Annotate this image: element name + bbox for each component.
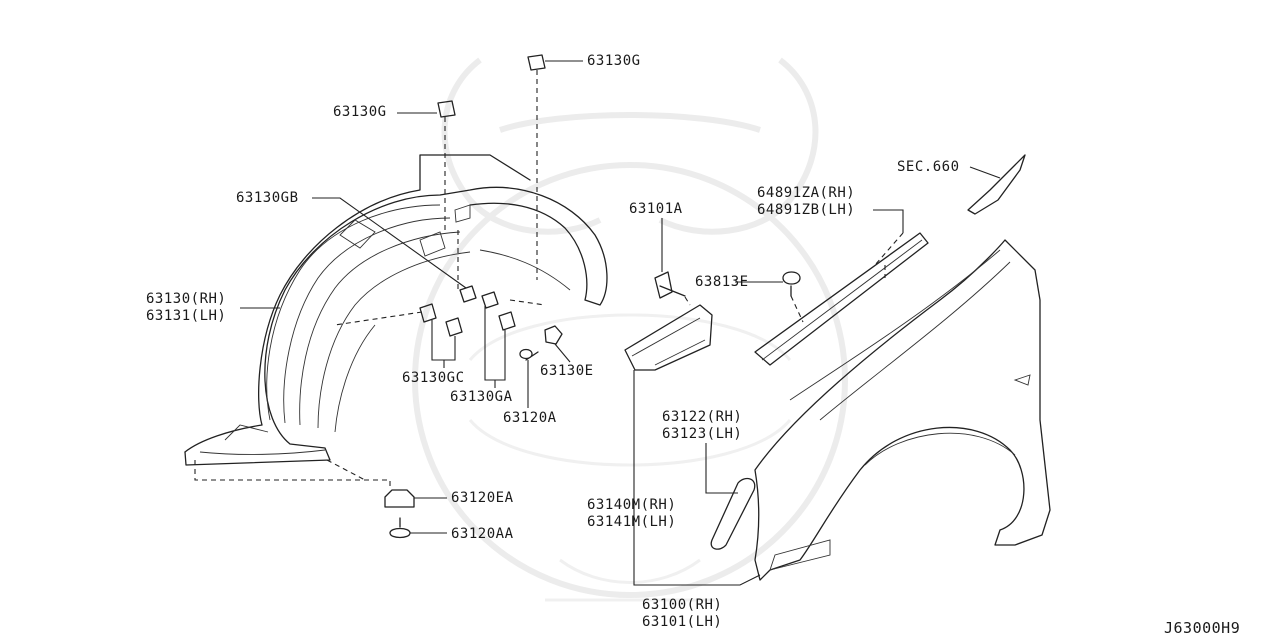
label-63120aa: 63120AA <box>451 526 514 542</box>
label-63813e: 63813E <box>695 274 749 290</box>
front-fender-part <box>754 239 1051 581</box>
label-63140m-rh: 63140M(RH) <box>587 497 677 513</box>
label-63140m-63141m: 63140M(RH) 63141M(LH) <box>587 497 676 531</box>
label-63101a: 63101A <box>629 201 683 217</box>
label-63141m-lh: 63141M(LH) <box>587 514 677 530</box>
diagram-code: J63000H9 <box>1164 619 1241 637</box>
label-64891za-rh: 64891ZA(RH) <box>757 185 856 201</box>
sec660-part <box>967 154 1026 215</box>
label-64891zb-lh: 64891ZB(LH) <box>757 202 856 218</box>
label-63130g-left: 63130G <box>333 104 387 120</box>
label-63122-rh: 63122(RH) <box>662 409 743 425</box>
label-63131-lh: 63131(LH) <box>146 308 227 324</box>
molding-part <box>754 232 929 366</box>
label-63120a: 63120A <box>503 410 557 426</box>
clip-parts <box>384 54 801 539</box>
label-63100-63101: 63100(RH) 63101(LH) <box>642 597 722 631</box>
label-63130e: 63130E <box>540 363 594 379</box>
assembly-dash-lines <box>194 70 904 490</box>
label-63120ea: 63120EA <box>451 490 514 506</box>
label-63100-rh: 63100(RH) <box>642 597 723 613</box>
label-63130gb: 63130GB <box>236 190 299 206</box>
label-63130g-top: 63130G <box>587 53 641 69</box>
watermark-emblem <box>412 57 848 602</box>
label-sec660: SEC.660 <box>897 159 960 175</box>
label-64891za-64891zb: 64891ZA(RH) 64891ZB(LH) <box>757 185 855 219</box>
label-63130gc: 63130GC <box>402 370 465 386</box>
leader-lines <box>240 60 1001 586</box>
label-63130-63131: 63130(RH) 63131(LH) <box>146 291 226 325</box>
label-63130ga: 63130GA <box>450 389 513 405</box>
side-marker-part <box>710 477 756 550</box>
fender-liner-part <box>184 154 608 466</box>
label-63130-rh: 63130(RH) <box>146 291 227 307</box>
label-63122-63123: 63122(RH) 63123(LH) <box>662 409 742 443</box>
label-63101-lh: 63101(LH) <box>642 614 723 630</box>
bracket-part <box>624 304 713 371</box>
label-63123-lh: 63123(LH) <box>662 426 743 442</box>
